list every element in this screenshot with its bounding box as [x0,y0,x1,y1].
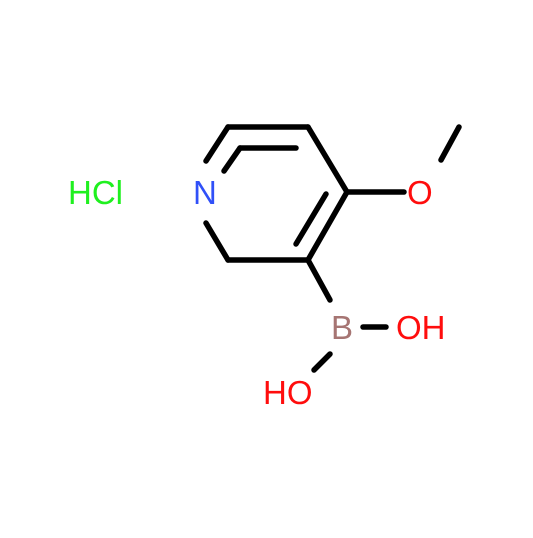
bond-b-ho [311,351,333,373]
bond-n-c2-inner [221,145,243,174]
bond-c4-c5-inner [293,191,329,247]
boron-atom-label: B [331,309,353,346]
bond-n-c2 [203,124,231,164]
bond-c5-b [305,257,333,303]
bond-c6-n [203,220,231,263]
hcl-salt-label: HCl [68,174,123,211]
hydroxyl-right-label: OH [396,309,446,346]
methoxy-oxygen-label: O [407,174,433,211]
bonds [203,124,462,373]
hydroxyl-bottom-label: HO [263,374,313,411]
bond-c4-c5 [305,189,350,263]
bond-o-ch3 [438,124,462,163]
nitrogen-atom-label: N [193,174,217,211]
bond-c3-c4 [305,124,350,195]
